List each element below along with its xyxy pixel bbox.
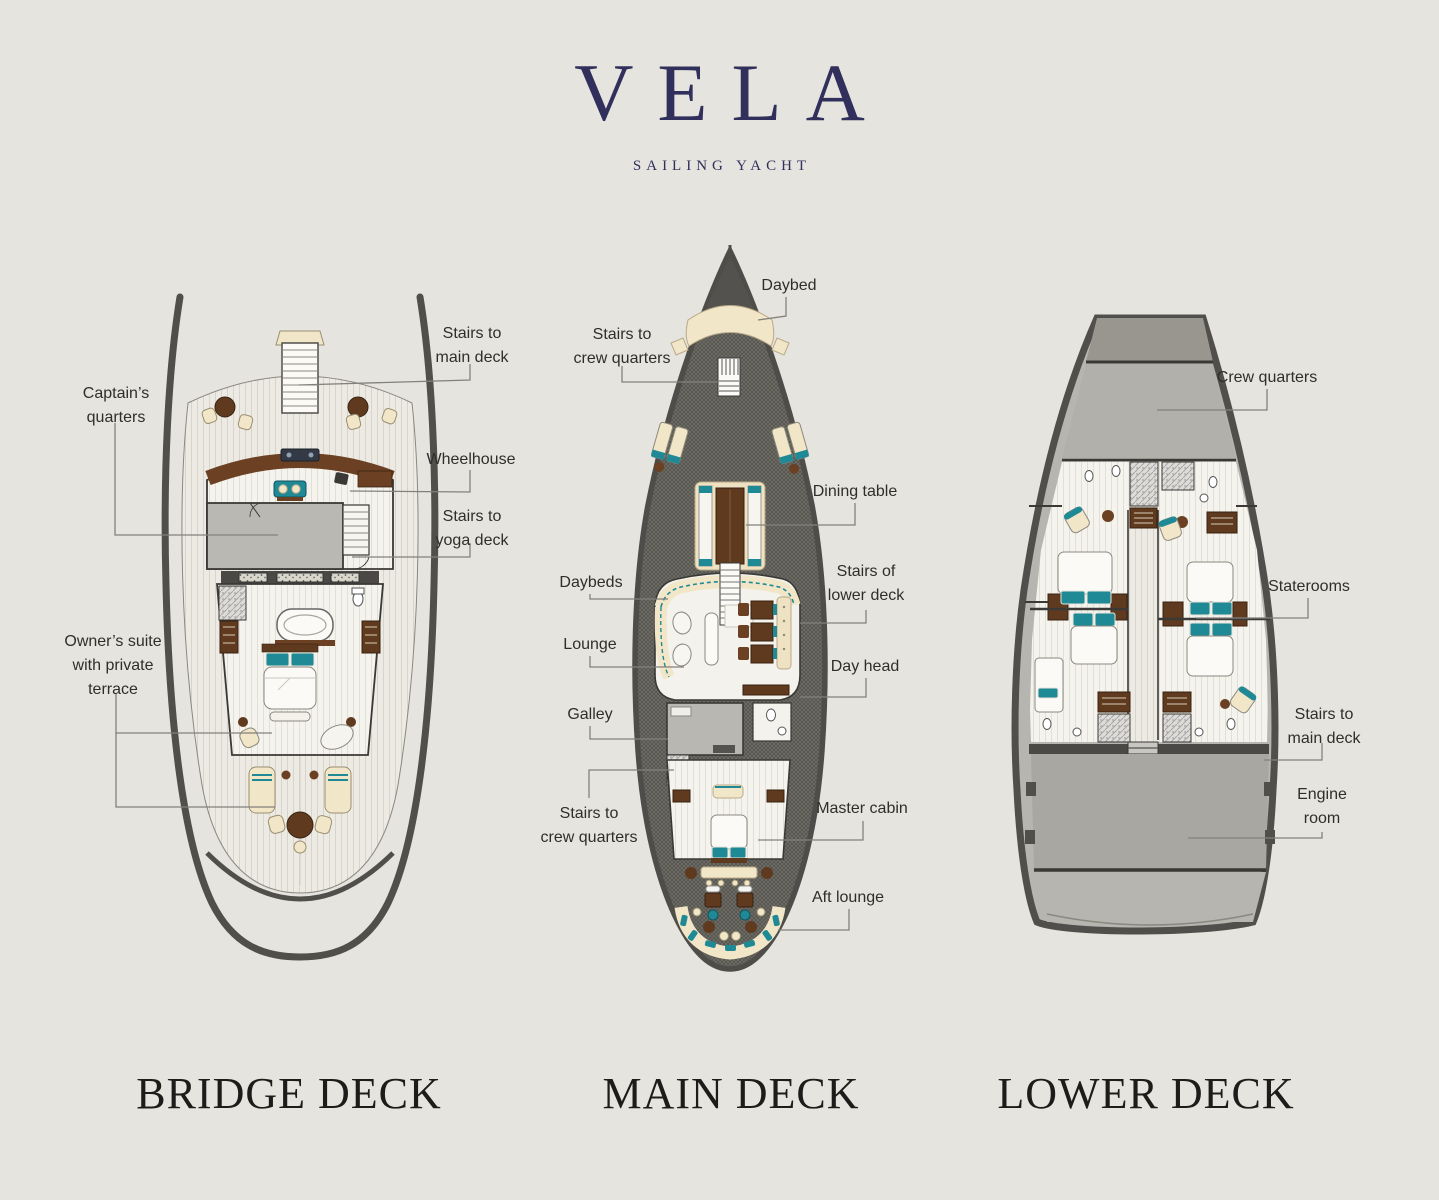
master-cabin <box>666 759 791 863</box>
master-bed <box>710 814 748 863</box>
label-engine-room: Engine room <box>1297 786 1347 827</box>
lounge-table <box>704 612 719 666</box>
deck-pad <box>771 337 790 356</box>
aft-table <box>736 892 754 908</box>
salon-dining-tables <box>738 600 777 664</box>
foredeck-table-starboard <box>345 396 398 430</box>
label-stairs-to-yoga-deck: Stairs to yoga deck <box>435 508 509 549</box>
label-captains-quarters: Captain’s quarters <box>82 385 150 426</box>
sun-loungers-starboard <box>771 421 810 474</box>
bathrooms-aft <box>1042 691 1236 743</box>
brand-title-text: VELA <box>574 47 889 138</box>
credenza <box>742 684 790 696</box>
aft-cockpit <box>685 866 773 921</box>
terrace-table <box>309 770 319 780</box>
label-lounge: Lounge <box>563 636 617 653</box>
brand-title: VELA <box>0 52 1439 134</box>
bathtub <box>275 608 335 646</box>
side-table <box>238 717 248 727</box>
bridge-hull-outline <box>161 293 439 961</box>
owners-suite <box>216 583 384 756</box>
stairs-to-main-deck <box>275 330 325 414</box>
single-berth <box>1034 657 1064 713</box>
dresser <box>1206 511 1238 534</box>
galley-counter <box>670 706 692 717</box>
dining-table <box>694 481 766 571</box>
brand-subtitle-text: SAILING YACHT <box>632 158 812 174</box>
label-aft-lounge: Aft lounge <box>811 889 885 906</box>
engine-room <box>1025 754 1275 872</box>
lounger-starboard <box>324 766 352 814</box>
aft-bar <box>700 866 758 879</box>
lower-deck-plan <box>1011 314 1279 935</box>
deck-title-main: MAIN DECK <box>602 1069 860 1118</box>
stateroom-armchair <box>1063 506 1090 534</box>
stateroom-port <box>1030 551 1128 665</box>
chaise <box>320 724 354 750</box>
salon <box>654 562 801 701</box>
label-master-cabin: Master cabin <box>816 800 908 817</box>
label-wheelhouse: Wheelhouse <box>426 451 516 468</box>
side-table <box>1220 699 1230 709</box>
side-table <box>346 717 356 727</box>
deck-title-lower: LOWER DECK <box>997 1069 1295 1118</box>
terrace-table <box>281 770 291 780</box>
desk-chair <box>334 472 349 485</box>
crew-quarters <box>1062 364 1236 458</box>
deck-title-bridge: BRIDGE DECK <box>136 1069 442 1118</box>
label-day-head: Day head <box>830 658 900 675</box>
wardrobe-starboard <box>361 620 381 654</box>
label-owners-suite: Owner’s suite with private terrace <box>64 633 162 698</box>
wardrobe-port <box>219 620 239 654</box>
label-daybeds: Daybeds <box>559 574 623 591</box>
captains-quarters <box>206 502 344 570</box>
sun-loungers-port <box>650 421 689 472</box>
day-head <box>752 702 792 742</box>
wardrobe <box>766 789 785 803</box>
bridge-deck-plan <box>161 293 439 961</box>
bow-section <box>1086 318 1213 362</box>
label-stairs-to-crew-quarters-fwd: Stairs to crew quarters <box>573 326 671 367</box>
stern-dining-set <box>267 811 333 854</box>
bulkheads <box>1025 505 1270 620</box>
stateroom-armchair <box>1158 516 1182 541</box>
shower <box>218 585 247 621</box>
cabin-sofa <box>712 784 744 799</box>
wheelhouse-sofa <box>273 480 307 501</box>
deck-pad <box>670 337 689 356</box>
aft-bench-band <box>221 571 379 584</box>
label-stairs-to-main-deck-lower: Stairs to main deck <box>1287 706 1361 747</box>
label-stairs-of-lower-deck: Stairs of lower deck <box>827 563 905 604</box>
galley-stove <box>713 745 735 753</box>
label-staterooms: Staterooms <box>1268 578 1350 595</box>
owners-bed <box>261 643 319 722</box>
stairs-to-crew-quarters-fwd <box>717 357 741 397</box>
main-deck-plan <box>632 245 828 972</box>
bathrooms-forward <box>1084 461 1218 507</box>
label-stairs-to-crew-quarters-aft: Stairs to crew quarters <box>540 805 638 846</box>
brand-header: VELA SAILING YACHT <box>0 52 1439 175</box>
aft-lounge <box>674 905 786 960</box>
aft-table <box>704 892 722 908</box>
bow-daybed <box>685 305 775 347</box>
lounge-chair <box>672 611 692 635</box>
stern-section <box>1034 872 1266 926</box>
stateroom-armchair <box>1229 686 1257 714</box>
side-table <box>1102 510 1114 522</box>
label-galley: Galley <box>567 706 613 723</box>
bridge-transom-arc <box>205 851 395 902</box>
brand-subtitle: SAILING YACHT <box>0 134 1439 175</box>
wardrobe <box>672 789 691 803</box>
lounger-port <box>248 766 276 814</box>
label-daybed: Daybed <box>761 277 817 294</box>
helm-console <box>280 448 320 462</box>
label-stairs-to-main-deck-bridge: Stairs to main deck <box>435 325 509 366</box>
label-dining-table: Dining table <box>812 483 898 500</box>
label-crew-quarters: Crew quarters <box>1216 369 1318 386</box>
